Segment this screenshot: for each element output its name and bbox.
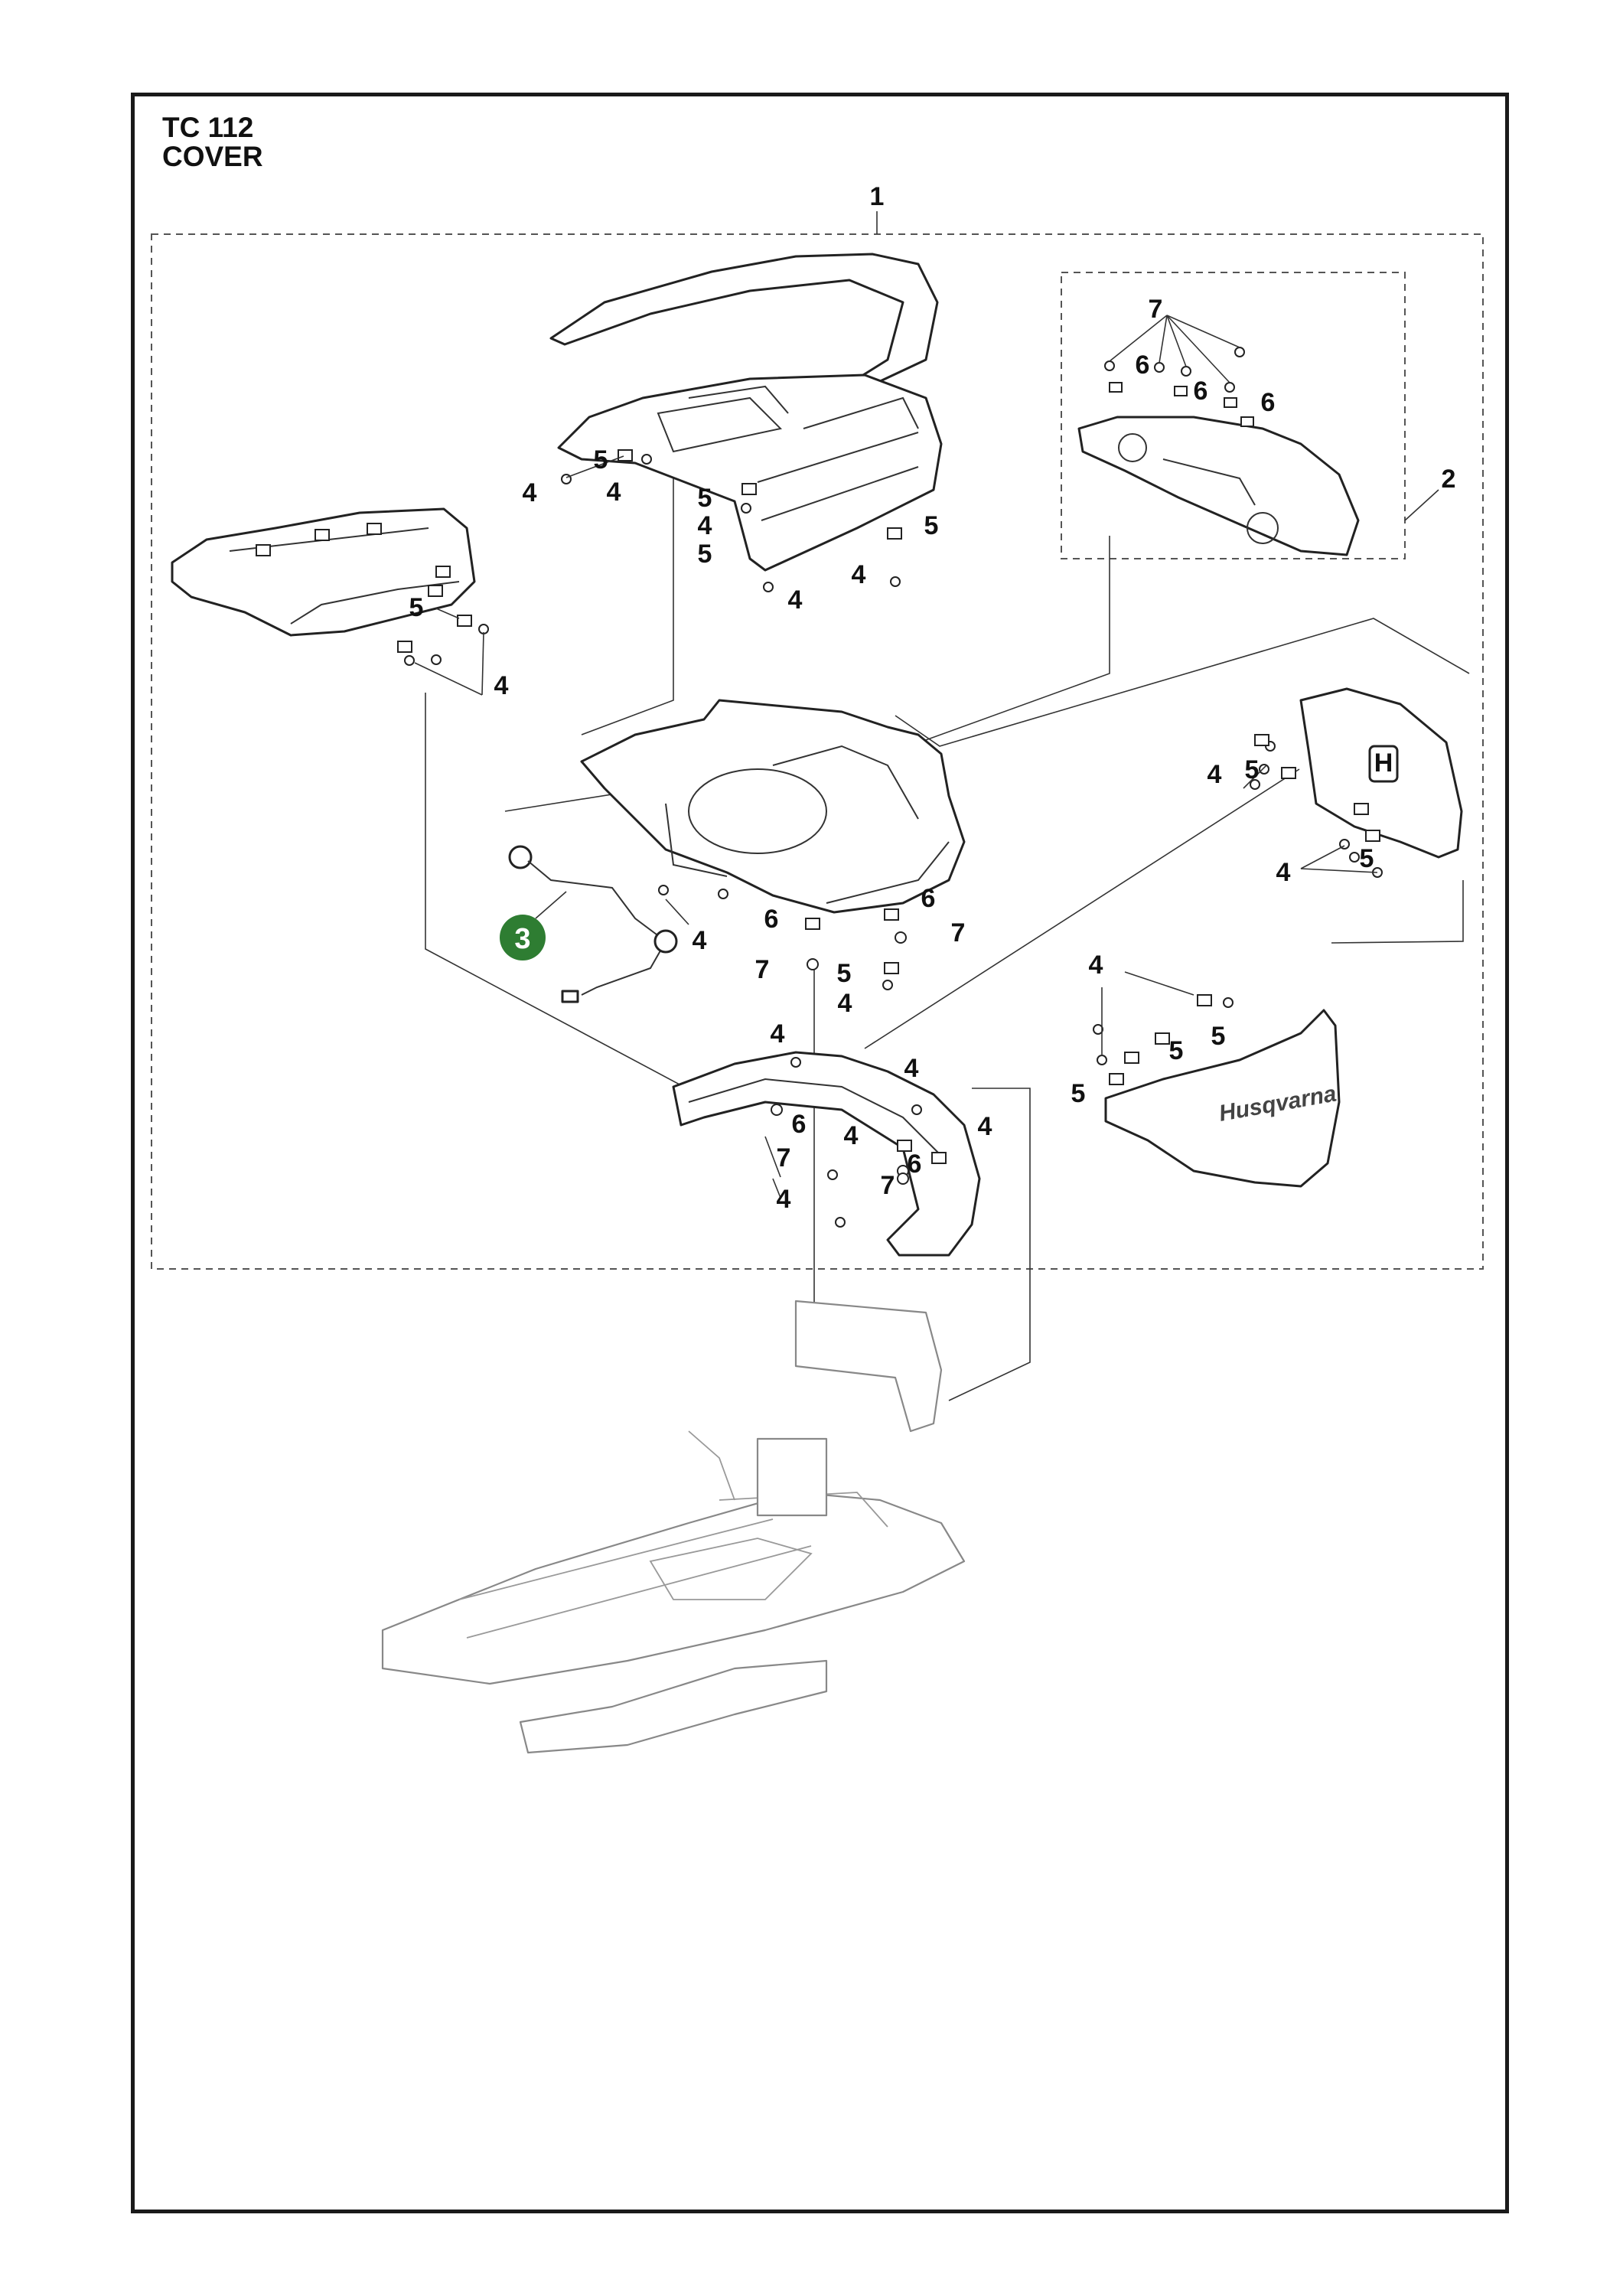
- callout-4: 4: [523, 478, 537, 507]
- left-side-panel-part: [171, 507, 476, 637]
- callout-6: 6: [921, 884, 936, 913]
- callout-6: 6: [908, 1150, 922, 1179]
- assembly-2-bracket: [1061, 272, 1439, 559]
- callout-7: 7: [777, 1143, 791, 1172]
- callout-6: 6: [1194, 377, 1208, 406]
- callout-5: 5: [1169, 1036, 1184, 1065]
- callout-4: 4: [852, 560, 866, 589]
- center-console-part: [580, 699, 966, 914]
- callout-5: 5: [409, 593, 424, 622]
- callout-5: 5: [1245, 755, 1260, 784]
- callout-5: 5: [1211, 1022, 1226, 1051]
- callout-6: 6: [764, 905, 779, 934]
- chassis-frame-part: [381, 1300, 966, 1754]
- callout-5: 5: [924, 511, 939, 540]
- callout-5: 5: [1071, 1079, 1086, 1108]
- logo-letter: H: [1374, 748, 1393, 778]
- callout-4: 4: [777, 1185, 791, 1214]
- callout-4: 4: [838, 989, 852, 1018]
- callout-7: 7: [755, 955, 770, 984]
- front-lower-fender-part: [672, 1051, 981, 1257]
- model-title: TC 112: [162, 112, 254, 143]
- right-side-panel-upper-part: H: [1299, 687, 1463, 859]
- callout-7: 7: [881, 1171, 895, 1200]
- callout-5: 5: [698, 484, 712, 513]
- highlight-number: 3: [514, 923, 530, 955]
- callout-5: 5: [698, 540, 712, 569]
- callout-assembly-1: 1: [870, 182, 885, 211]
- callout-4: 4: [844, 1121, 859, 1150]
- assembly-1-bracket: [151, 211, 1484, 1270]
- callout-6: 6: [1136, 351, 1150, 380]
- callout-7: 7: [1149, 295, 1163, 324]
- right-side-panel-lower-part: Husqvarna: [1104, 1009, 1341, 1188]
- callout-4: 4: [771, 1019, 785, 1049]
- callout-6: 6: [1261, 388, 1276, 417]
- fastener-clusters: [397, 449, 1383, 1228]
- wiring-harness-part: [508, 845, 678, 1003]
- callout-7: 7: [951, 918, 966, 947]
- explosion-lines: [425, 467, 1470, 1401]
- callout-5: 5: [837, 959, 852, 988]
- callout-6: 6: [792, 1110, 807, 1139]
- callout-4: 4: [1207, 760, 1222, 789]
- callout-4: 4: [698, 511, 712, 540]
- callout-4: 4: [1089, 951, 1103, 980]
- callout-assembly-2: 2: [1442, 465, 1456, 494]
- callout-4: 4: [788, 585, 803, 615]
- callout-5: 5: [594, 445, 608, 475]
- callout-5: 5: [1360, 844, 1374, 873]
- callout-4: 4: [607, 478, 621, 507]
- assembly-1-boundary: [151, 233, 1484, 1270]
- callout-4: 4: [978, 1112, 992, 1141]
- page-frame: [131, 93, 1509, 2213]
- dash-panel-part: [1077, 315, 1360, 556]
- callout-4: 4: [693, 926, 707, 955]
- logo-badge-part: [1368, 745, 1399, 783]
- section-title: COVER: [162, 141, 263, 172]
- callout-4: 4: [904, 1054, 919, 1083]
- hood-top-part: [549, 253, 943, 572]
- highlight-circle: [500, 915, 546, 960]
- highlight-callout-3: 3: [500, 915, 546, 960]
- callout-leaders: [414, 455, 1378, 1199]
- callout-4: 4: [494, 671, 509, 700]
- part-callouts: 4 5 4 5 4 5 5 4 4 5 4 7 6 6 6 4 6 7 6 7 …: [409, 295, 1374, 1214]
- assembly-2-boundary: [1061, 272, 1406, 559]
- callout-4: 4: [1276, 858, 1291, 887]
